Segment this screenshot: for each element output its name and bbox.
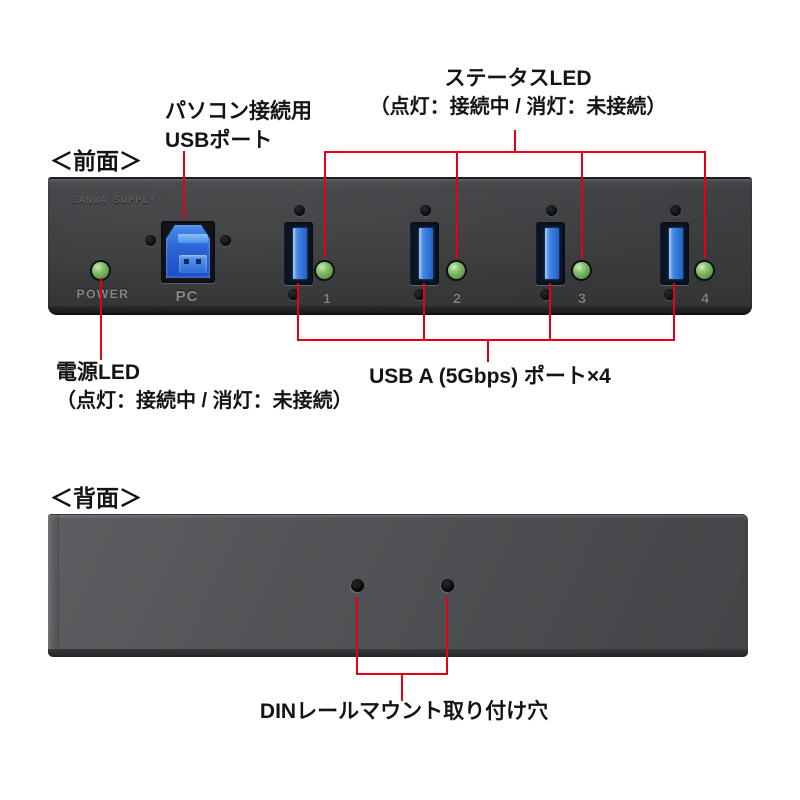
hub-back-view — [48, 514, 748, 657]
pc-label: PC — [175, 288, 199, 305]
status-led-annotation: ステータスLED （点灯：接続中 / 消灯：未接続） — [368, 64, 668, 122]
usb-a-port-2 — [410, 222, 439, 285]
screw-hole — [294, 205, 305, 216]
usb-b-pin — [184, 259, 189, 264]
hub-front-view: SANWA SUPPLY POWER PC — [48, 177, 752, 315]
usb-a-port-3 — [536, 222, 565, 285]
screw-hole — [220, 235, 231, 246]
port-number-3: 3 — [578, 290, 586, 306]
front-view-label: ＜前面＞ — [50, 148, 142, 174]
status-callout-horizontal-line — [324, 151, 706, 153]
din-callout-drop-1 — [356, 597, 358, 675]
power-label: POWER — [76, 287, 130, 301]
port-number-4: 4 — [701, 290, 709, 306]
port-number-1: 1 — [323, 290, 331, 306]
usb-a-tongue — [419, 228, 433, 279]
usb-a-tongue — [669, 228, 683, 279]
power-led-annotation: 電源LED （点灯：接続中 / 消灯：未接続） — [56, 358, 353, 416]
screw-hole — [664, 289, 675, 300]
screw-hole — [288, 289, 299, 300]
status-callout-drop-3 — [581, 151, 583, 258]
usb-b-inner-block — [179, 255, 207, 273]
screw-hole — [540, 289, 551, 300]
status-led-3 — [573, 262, 590, 279]
screw-hole — [414, 289, 425, 300]
status-callout-drop-4 — [704, 151, 706, 258]
din-mount-annotation: DINレールマウント取り付け穴 — [259, 700, 549, 723]
din-callout-stub-line — [401, 673, 403, 701]
pc-port-callout-line — [183, 151, 185, 219]
ports-callout-drop-3 — [549, 283, 551, 341]
pc-port-annotation: パソコン接続用 USBポート — [165, 97, 312, 155]
pc-port-annotation-line2: USBポート — [165, 129, 273, 152]
din-mount-hole-1 — [351, 579, 364, 592]
usb-ports-annotation: USB A (5Gbps) ポート×4 — [369, 365, 611, 388]
ports-callout-drop-4 — [673, 283, 675, 341]
usb-b-pin — [196, 259, 201, 264]
power-led-annotation-line2: （点灯：接続中 / 消灯：未接続） — [56, 390, 353, 412]
ports-callout-stub-line — [487, 339, 489, 362]
power-led-callout-line — [100, 278, 102, 360]
status-led-annotation-line2: （点灯：接続中 / 消灯：未接続） — [369, 96, 667, 118]
din-mount-hole-2 — [441, 579, 454, 592]
ports-callout-drop-2 — [423, 283, 425, 341]
usb-b-top-slot — [178, 234, 208, 243]
usb-a-tongue — [545, 228, 559, 279]
port-number-2: 2 — [453, 290, 461, 306]
status-led-4 — [696, 262, 713, 279]
usb-b-connector — [166, 225, 210, 278]
status-callout-drop-2 — [456, 151, 458, 258]
pc-port-annotation-line1: パソコン接続用 — [165, 100, 312, 123]
ports-callout-drop-1 — [297, 283, 299, 341]
screw-hole — [670, 205, 681, 216]
status-led-annotation-line1: ステータスLED — [444, 67, 592, 90]
status-led-1 — [316, 262, 333, 279]
usb-a-tongue — [293, 228, 307, 279]
status-callout-drop-1 — [324, 151, 326, 258]
screw-hole — [145, 235, 156, 246]
status-led-2 — [448, 262, 465, 279]
back-view-label: ＜背面＞ — [50, 485, 142, 511]
power-led — [92, 262, 109, 279]
usb-a-port-1 — [284, 222, 313, 285]
usb-a-port-4 — [660, 222, 689, 285]
din-callout-drop-2 — [446, 597, 448, 675]
brand-logo: SANWA SUPPLY — [72, 195, 157, 206]
screw-hole — [546, 205, 557, 216]
power-led-annotation-line1: 電源LED — [56, 361, 140, 384]
status-callout-stub-line — [514, 130, 516, 153]
ports-callout-horizontal-line — [297, 339, 675, 341]
usb-b-pc-port — [161, 221, 215, 283]
screw-hole — [420, 205, 431, 216]
